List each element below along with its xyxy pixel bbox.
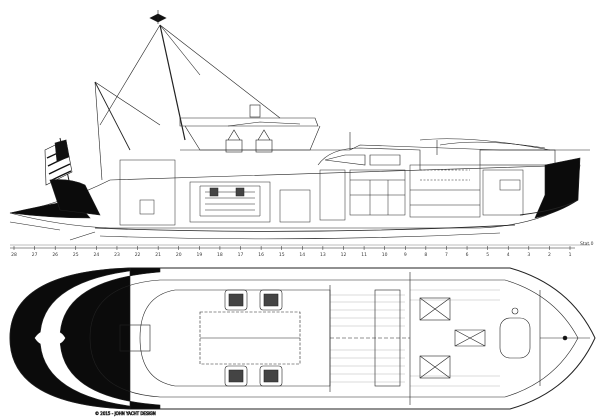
station-label: 24	[94, 252, 100, 258]
station-label: 4	[507, 252, 510, 258]
station-label: 10	[382, 252, 388, 258]
station-label: 18	[217, 252, 223, 258]
station-label: 13	[320, 252, 326, 258]
deck-planking	[330, 289, 500, 387]
station-label: 8	[424, 252, 427, 258]
station-label: 27	[32, 252, 38, 258]
cockpit-seats	[119, 289, 301, 387]
station-label: 23	[114, 252, 120, 258]
station-label: 7	[445, 252, 448, 258]
profile-view	[9, 10, 590, 246]
station-label: 6	[466, 252, 469, 258]
station-label: 3	[527, 252, 530, 258]
station-label: 17	[238, 252, 244, 258]
station-label: 14	[299, 252, 305, 258]
station-label: 26	[52, 252, 58, 258]
mast-rigging	[94, 10, 281, 181]
deckhouse	[180, 138, 590, 170]
copyright-note: © 2015 - JOHN YACHT DESIGN	[95, 411, 156, 416]
station-label: 12	[341, 252, 347, 258]
station-label: 21	[155, 252, 161, 258]
station-label: 19	[196, 252, 202, 258]
station-label: 11	[361, 252, 367, 258]
station-label: 1	[569, 252, 572, 258]
station-label: 5	[486, 252, 489, 258]
station-label: 16	[258, 252, 264, 258]
station-label: 20	[176, 252, 182, 258]
forward-hatches	[329, 272, 590, 405]
flybridge	[179, 104, 438, 155]
station-label: 28	[11, 252, 17, 258]
station-label: 15	[279, 252, 285, 258]
ensign-flag	[44, 137, 73, 196]
scale-label: Stat.0	[580, 241, 594, 247]
station-label: 9	[404, 252, 407, 258]
hull-profile	[9, 157, 581, 241]
plan-view: © 2015 - JOHN YACHT DESIGN	[9, 267, 596, 416]
station-label: 22	[135, 252, 141, 258]
station-label: 25	[73, 252, 79, 258]
stern-logo	[34, 331, 66, 345]
interior-section	[119, 159, 524, 226]
station-label: 2	[548, 252, 551, 258]
